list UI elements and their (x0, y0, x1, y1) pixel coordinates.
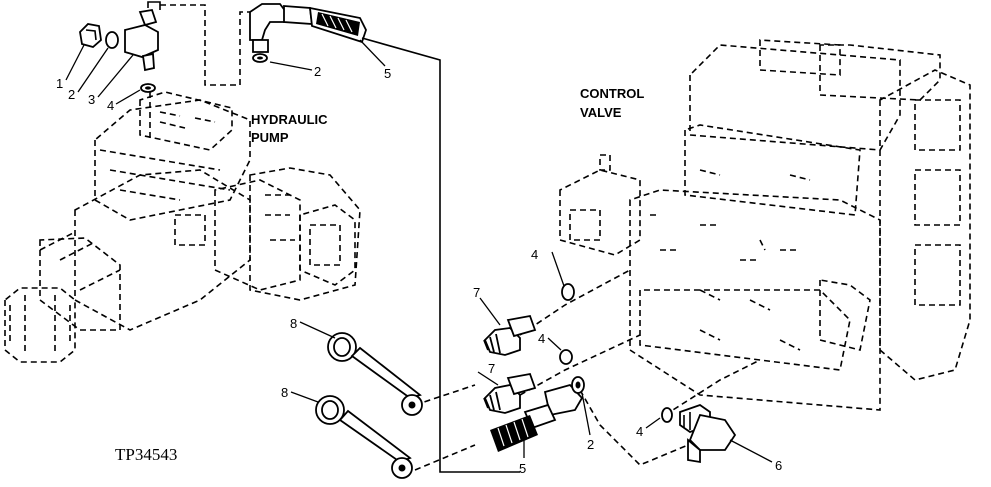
callout-1: 1 (56, 76, 63, 91)
callout-3: 3 (88, 92, 95, 107)
control-valve-label-line2: VALVE (580, 105, 622, 120)
leader-lines (65, 39, 773, 463)
callout-2-bottom: 2 (587, 437, 594, 452)
hydraulic-pump-label-line2: PUMP (251, 130, 289, 145)
callout-2-top-mid: 2 (314, 64, 321, 79)
top-left-fittings (79, 1, 161, 93)
nipple-fittings (483, 314, 537, 414)
callout-5-bottom: 5 (519, 461, 526, 476)
figure-reference: TP34543 (115, 445, 177, 464)
control-valve-label-line1: CONTROL (580, 86, 644, 101)
link-rods (315, 332, 423, 479)
callout-6: 6 (775, 458, 782, 473)
lower-hose-assembly (490, 376, 585, 452)
callout-5-top: 5 (384, 66, 391, 81)
callout-8-b: 8 (281, 385, 288, 400)
callout-4-bottom: 4 (636, 424, 643, 439)
callout-7-a: 7 (473, 285, 480, 300)
elbow-fitting (661, 403, 737, 464)
upper-hose-assembly (249, 3, 367, 63)
o-rings-mid (559, 283, 575, 365)
hydraulic-pump (4, 91, 361, 363)
callout-2-top-left: 2 (68, 87, 75, 102)
callout-7-b: 7 (488, 361, 495, 376)
connection-lines (149, 4, 761, 473)
callout-8-a: 8 (290, 316, 297, 331)
callout-4-mid-a: 4 (531, 247, 538, 262)
callout-4-mid-b: 4 (538, 331, 545, 346)
hydraulic-pump-label-line1: HYDRAULIC (251, 112, 328, 127)
callout-4-top: 4 (107, 98, 114, 113)
